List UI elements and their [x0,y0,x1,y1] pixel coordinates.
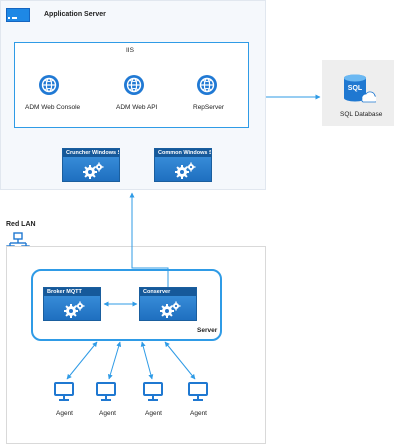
monitor-icon [54,382,74,401]
sql-database-label: SQL Database [340,111,383,118]
globe-icon [197,75,217,95]
server-label: Server [197,327,218,334]
lan-title: Red LAN [6,221,36,228]
agent-server-arrow [66,341,98,380]
monitor-icon [188,382,208,401]
agent-label: Agent [99,410,116,417]
gears-icon [160,301,181,318]
database-icon: SQL [344,74,376,103]
iis-title: IIS [126,47,134,54]
globe-icon [39,75,59,95]
agent-server-arrow [164,341,196,380]
conserver-to-app-arrow [129,192,169,287]
gears-icon [175,162,196,179]
agent-server-arrow [107,341,122,380]
service-title: Cruncher Windows Service [63,149,119,157]
conserver-block: Conserver [139,287,197,321]
monitor-icon [96,382,116,401]
agent-label: Agent [190,410,207,417]
gears-icon [83,162,104,179]
common-service-block: Common Windows Service [154,148,212,182]
agent-server-arrow [140,341,154,380]
service-title: Broker MQTT [44,288,100,296]
iis-item-label: ADM Web API [116,104,158,111]
globe-icon [124,75,144,95]
server-icon [6,8,30,22]
broker-mqtt-block: Broker MQTT [43,287,101,321]
agent-label: Agent [56,410,73,417]
gears-icon [64,301,85,318]
service-title: Conserver [140,288,196,296]
service-title: Common Windows Service [155,149,211,157]
application-server-title: Application Server [44,11,106,18]
sql-icon-text: SQL [348,85,363,92]
monitor-icon [143,382,163,401]
cruncher-service-block: Cruncher Windows Service [62,148,120,182]
iis-item-label: RepServer [193,104,225,111]
iis-item-label: ADM Web Console [25,104,81,111]
agent-label: Agent [145,410,162,417]
